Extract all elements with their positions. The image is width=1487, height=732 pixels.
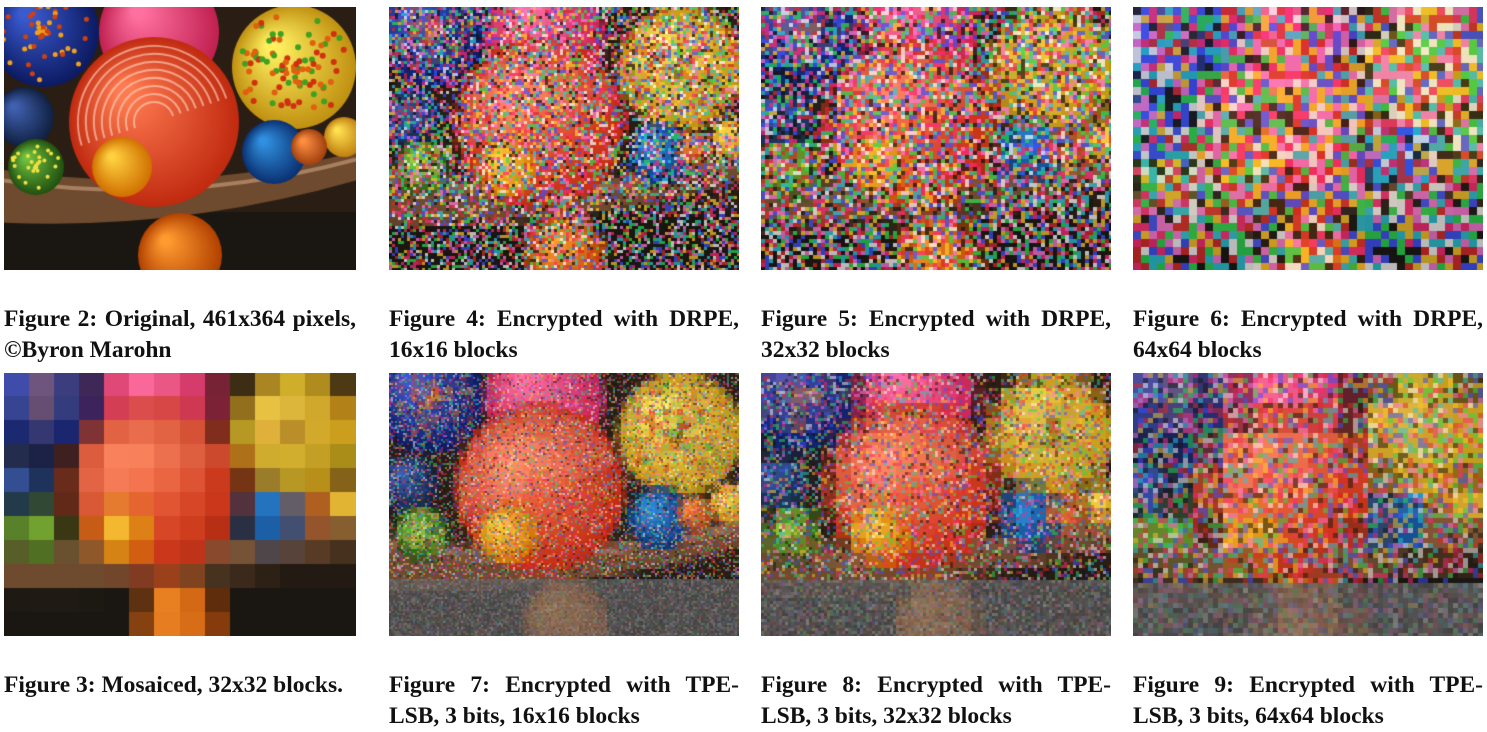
figure-9-caption: Figure 9: Encrypted with TPE-LSB, 3 bits… (1133, 670, 1483, 732)
figure-9-tpe-64-image (1133, 373, 1483, 636)
original-photo-glass-spheres (4, 7, 356, 270)
encrypted-image-drpe-16 (389, 7, 739, 270)
encrypted-image-tpe-16 (389, 373, 739, 636)
encrypted-image-drpe-64 (1133, 7, 1483, 270)
figure-5-drpe-32-image (761, 7, 1111, 270)
figure-8-tpe-32-image (761, 373, 1111, 636)
figure-6-drpe-64-image (1133, 7, 1483, 270)
figure-4-drpe-16-image (389, 7, 739, 270)
encrypted-image-tpe-64 (1133, 373, 1483, 636)
encrypted-image-tpe-32 (761, 373, 1111, 636)
figure-2-caption: Figure 2: Original, 461x364 pixels, ©Byr… (4, 304, 356, 366)
figure-2-original-image (4, 7, 356, 270)
mosaiced-image-32 (4, 373, 356, 636)
figure-7-tpe-16-image (389, 373, 739, 636)
figure-3-mosaic-image (4, 373, 356, 636)
encrypted-image-drpe-32 (761, 7, 1111, 270)
figure-7-caption: Figure 7: Encrypted with TPE-LSB, 3 bits… (389, 670, 739, 732)
figure-6-caption: Figure 6: Encrypted with DRPE, 64x64 blo… (1133, 304, 1483, 366)
figure-4-caption: Figure 4: Encrypted with DRPE, 16x16 blo… (389, 304, 739, 366)
figure-5-caption: Figure 5: Encrypted with DRPE, 32x32 blo… (761, 304, 1111, 366)
figure-8-caption: Figure 8: Encrypted with TPE-LSB, 3 bits… (761, 670, 1111, 732)
figure-3-caption: Figure 3: Mosaiced, 32x32 blocks. (4, 670, 356, 701)
